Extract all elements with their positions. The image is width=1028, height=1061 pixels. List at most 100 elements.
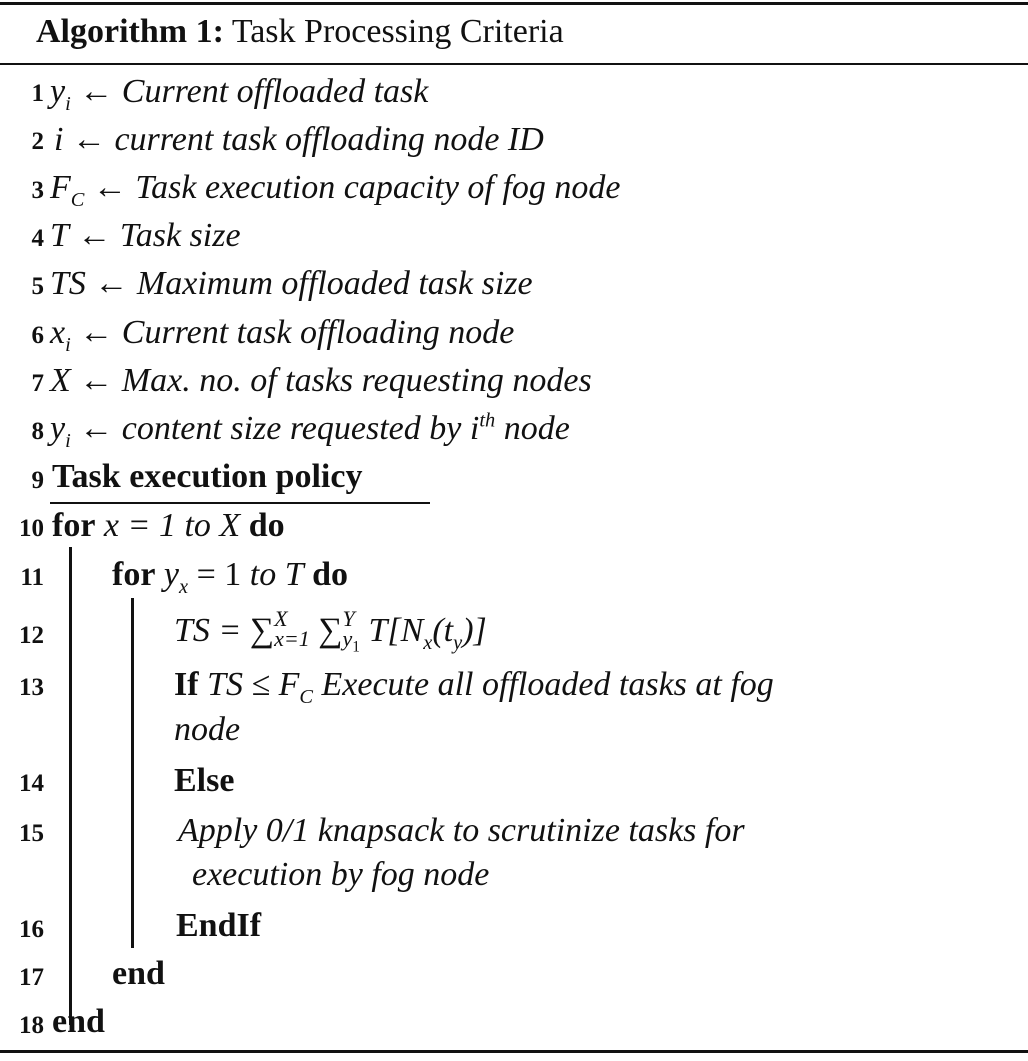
algo-line: TS ← Maximum offloaded task size — [50, 264, 533, 304]
algo-line: yi ← Current offloaded task — [50, 72, 429, 114]
keyword-do: do — [312, 556, 349, 593]
arrow-symbol: ← — [94, 265, 129, 302]
algo-line: for yx = 1 to T do — [112, 555, 349, 598]
algo-line: end — [52, 1002, 105, 1042]
math-var: X — [219, 507, 241, 544]
line-number: 2 — [31, 128, 45, 155]
algo-line: EndIf — [176, 906, 261, 946]
line-number: 11 — [20, 564, 44, 591]
line-text: current task offloading node ID — [114, 121, 544, 158]
line-number: 5 — [31, 273, 45, 300]
top-rule — [0, 2, 1028, 5]
algo-line-continuation: node — [174, 710, 240, 750]
algo-line: T ← Task size — [50, 216, 241, 256]
line-text: content size requested by — [121, 410, 462, 447]
line-number: 6 — [31, 322, 45, 349]
math-sub: C — [299, 685, 314, 708]
algo-line: FC ← Task execution capacity of fog node — [50, 168, 621, 210]
math-var: y — [50, 410, 66, 447]
keyword-else: Else — [174, 762, 235, 799]
algo-line: Apply 0/1 knapsack to scrutinize tasks f… — [178, 811, 745, 851]
algo-line: end — [112, 954, 165, 994]
math-sub: i — [65, 333, 71, 356]
algorithm-caption: Algorithm 1: Task Processing Criteria — [36, 6, 564, 58]
line-number: 4 — [31, 225, 45, 252]
line-text: node — [503, 410, 570, 447]
sum-upper: X — [274, 606, 288, 632]
math-var: X — [50, 362, 71, 399]
algo-line: Else — [174, 761, 234, 801]
line-text: Task size — [119, 217, 241, 254]
line-number: 17 — [19, 964, 44, 991]
block-line-outer — [69, 547, 72, 1025]
policy-underline — [50, 502, 430, 504]
arrow-symbol: ← — [79, 362, 114, 399]
math-var: i — [469, 410, 480, 447]
line-number: 1 — [31, 80, 45, 107]
sum-lower: x=1 — [274, 626, 310, 652]
math-sub: x — [423, 631, 433, 654]
line-text: Task execution capacity of fog node — [135, 169, 621, 206]
math-var: TS — [50, 265, 86, 302]
block-line-inner — [131, 598, 134, 948]
line-number: 16 — [19, 916, 44, 943]
keyword-do: do — [248, 507, 285, 544]
math-sub: y — [453, 631, 463, 654]
line-text: Execute all offloaded tasks at fog — [321, 666, 774, 703]
math-var: y — [50, 73, 66, 110]
algo-line: for x = 1 to X do — [52, 506, 285, 546]
line-text: Current task offloading node — [121, 314, 515, 351]
math-expr: )] — [462, 612, 487, 649]
algorithm-label: Algorithm 1: — [36, 13, 224, 50]
arrow-symbol: ← — [77, 217, 112, 254]
keyword-end: end — [112, 955, 165, 992]
math-expr: TS ≤ F — [207, 666, 300, 703]
algo-line: Task execution policy — [52, 457, 362, 497]
line-number: 18 — [19, 1012, 44, 1039]
bottom-rule — [0, 1050, 1028, 1053]
sum-symbol: ∑ — [318, 612, 343, 649]
line-number: 9 — [31, 467, 45, 494]
line-text: Apply 0/1 knapsack to scrutinize tasks f… — [178, 812, 745, 849]
line-text: Current offloaded task — [121, 73, 429, 110]
arrow-symbol: ← — [79, 314, 114, 351]
keyword-for: for — [112, 556, 156, 593]
math-var: y — [163, 556, 180, 593]
keyword-endif: EndIf — [176, 907, 262, 944]
sum-symbol: ∑ — [249, 612, 275, 649]
math-var: i — [54, 121, 64, 158]
sum-lower: y — [342, 626, 353, 652]
algo-line-continuation: execution by fog node — [192, 855, 489, 895]
math-var: T — [50, 217, 69, 254]
math-expr: x = 1 — [103, 507, 176, 544]
line-number: 7 — [31, 370, 45, 397]
keyword-to: to — [249, 556, 277, 593]
line-number: 15 — [19, 820, 44, 847]
line-number: 3 — [31, 177, 45, 204]
math-var: x — [50, 314, 66, 351]
line-number: 13 — [19, 674, 44, 701]
algorithm-title: Task Processing Criteria — [231, 13, 564, 50]
line-number: 14 — [19, 770, 44, 797]
line-text: Maximum offloaded task size — [136, 265, 533, 302]
math-expr: = 1 — [196, 556, 242, 593]
arrow-symbol: ← — [92, 169, 127, 206]
arrow-symbol: ← — [79, 410, 114, 447]
line-number: 8 — [31, 418, 45, 445]
line-text: execution by fog node — [192, 856, 490, 893]
policy-heading: Task execution policy — [52, 458, 363, 495]
math-expr: T[N — [368, 612, 424, 649]
algo-line: i ← current task offloading node ID — [54, 120, 544, 160]
algo-line: X ← Max. no. of tasks requesting nodes — [50, 361, 592, 401]
math-sub: x — [179, 575, 189, 598]
math-var: F — [50, 169, 71, 206]
math-sup: th — [479, 409, 496, 432]
arrow-symbol: ← — [79, 73, 114, 110]
line-text: node — [174, 711, 241, 748]
math-expr: TS = — [174, 612, 242, 649]
sum-upper: Y — [342, 606, 355, 632]
math-expr: (t — [432, 612, 454, 649]
math-var: T — [284, 556, 304, 593]
